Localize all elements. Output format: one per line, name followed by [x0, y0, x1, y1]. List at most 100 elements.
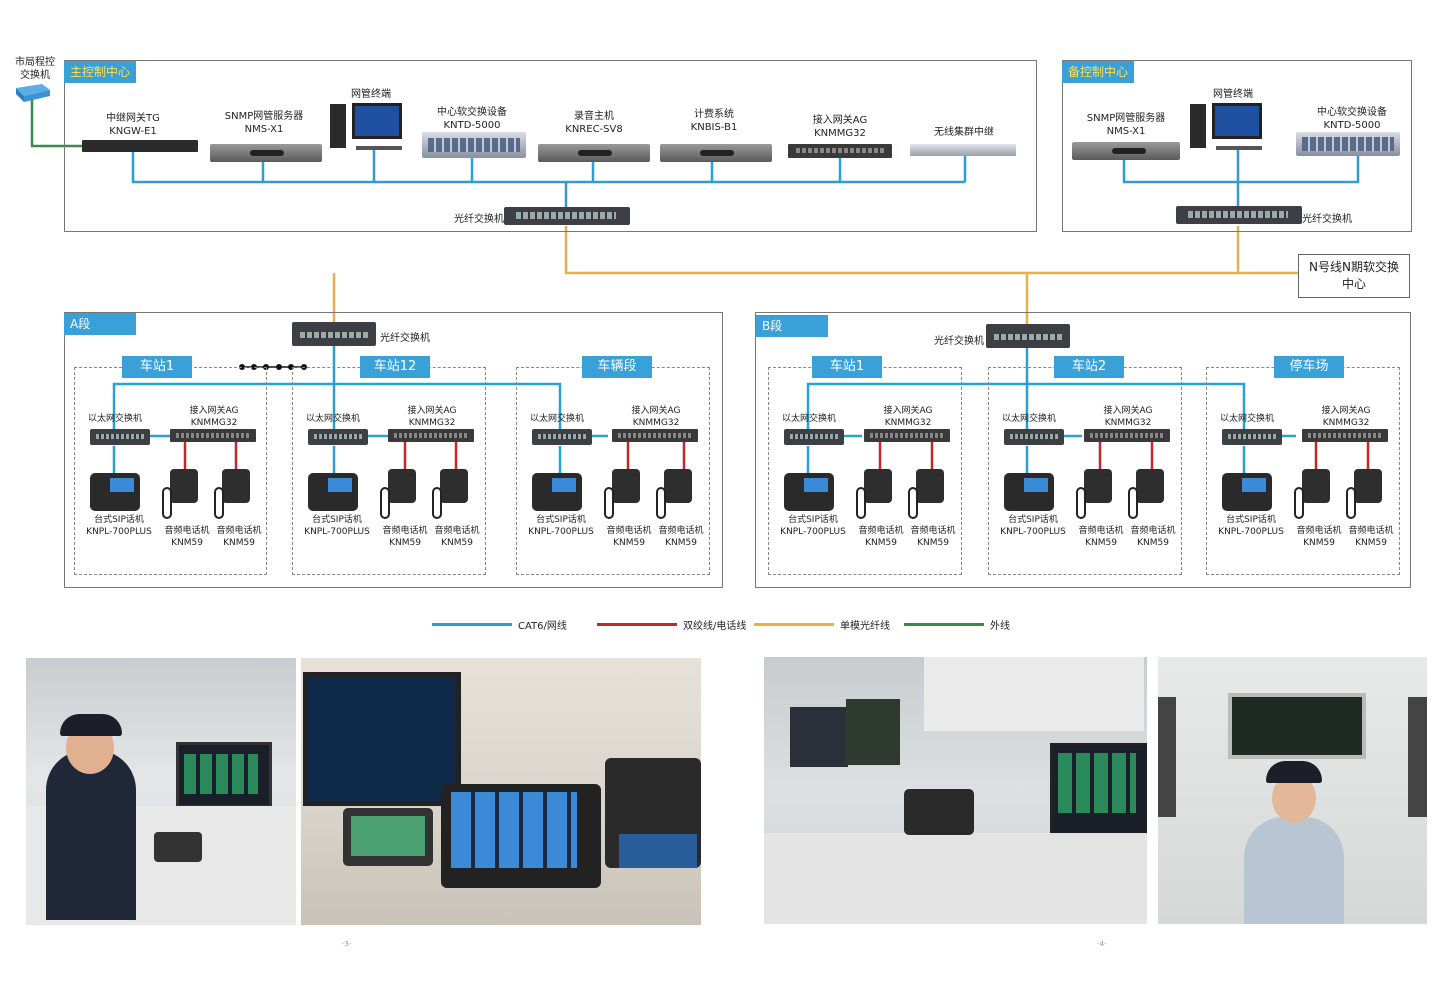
- legend-fiber-swatch: [754, 623, 834, 626]
- eth-switch-label: 以太网交换机: [1220, 414, 1275, 424]
- audio-phone-model: KNM59: [865, 538, 897, 548]
- backup-center-cat6: [1122, 150, 1360, 208]
- nms-terminal-tower: [330, 104, 346, 148]
- audio-phone-cord: [856, 487, 866, 519]
- audio-phone-cord: [1128, 487, 1138, 519]
- sip-phone-model: KNPL-700PLUS: [1000, 527, 1066, 537]
- softswitch-device: [422, 132, 526, 158]
- legend-cat6-swatch: [432, 623, 512, 626]
- audio-phone-cord: [1294, 487, 1304, 519]
- section-a-fiber-switch: [292, 322, 376, 346]
- legend-cat6: CAT6/网线: [432, 617, 567, 632]
- outer-line: [30, 100, 82, 148]
- eth-switch-label: 以太网交换机: [782, 414, 837, 424]
- audio-phone-name: 音频电话机: [1296, 526, 1342, 536]
- legend-outer: 外线: [904, 617, 1010, 632]
- main-center-title: 主控制中心: [64, 61, 137, 83]
- trunk-relay-device: [910, 144, 1016, 156]
- audio-phone-model: KNM59: [1303, 538, 1335, 548]
- sip-phone-name: 台式SIP话机: [1226, 515, 1276, 525]
- audio-phone-name: 音频电话机: [1078, 526, 1124, 536]
- audio-phone-cord: [908, 487, 918, 519]
- ag-gateway-device: [788, 144, 892, 158]
- audio-phone-icon: [1084, 469, 1112, 503]
- station-title: 车站12: [360, 356, 430, 378]
- audio-phone-icon: [170, 469, 198, 503]
- ag-name: 接入网关AG: [189, 406, 239, 416]
- sip-phone-name: 台式SIP话机: [94, 515, 144, 525]
- ag-model: KNMMG32: [1322, 418, 1370, 428]
- ag-device: [1302, 429, 1388, 442]
- section-b-fiber-switch: [986, 324, 1070, 348]
- backup-terminal-monitor: [1212, 103, 1262, 139]
- audio-phone-model: KNM59: [171, 538, 203, 548]
- audio-phone-name: 音频电话机: [1130, 526, 1176, 536]
- station-title: 车站1: [812, 356, 882, 378]
- audio-phone-cord: [380, 487, 390, 519]
- nms-server-device: [210, 144, 322, 162]
- tg-gateway-device: [82, 140, 198, 152]
- backup-terminal-keyboard: [1216, 146, 1262, 150]
- sip-phone-name: 台式SIP话机: [312, 515, 362, 525]
- sip-phone-icon: [1004, 473, 1054, 511]
- section-a-frame: [64, 312, 723, 588]
- audio-phone-icon: [222, 469, 250, 503]
- city-switch-icon: [16, 84, 50, 102]
- sip-phone-model: KNPL-700PLUS: [1218, 527, 1284, 537]
- eth-switch-device: [90, 429, 150, 445]
- legend-outer-label: 外线: [990, 621, 1010, 632]
- audio-phone-model: KNM59: [1085, 538, 1117, 548]
- audio-phone-icon: [388, 469, 416, 503]
- audio-phone-name: 音频电话机: [658, 526, 704, 536]
- eth-switch-device: [1222, 429, 1282, 445]
- sip-phone-label: 台式SIP话机 KNPL-700PLUS: [1216, 514, 1286, 538]
- audio-phone-name: 音频电话机: [382, 526, 428, 536]
- audio-phone-cord: [1346, 487, 1356, 519]
- ag-device: [170, 429, 256, 442]
- sip-phone-icon: [532, 473, 582, 511]
- audio-phone-name: 音频电话机: [910, 526, 956, 536]
- audio-phone-model: KNM59: [613, 538, 645, 548]
- sip-phone-model: KNPL-700PLUS: [528, 527, 594, 537]
- backup-terminal-label: 网管终端: [1213, 89, 1253, 100]
- fiber-lines: [332, 226, 1298, 325]
- section-b-cat6: [806, 348, 1296, 474]
- backup-softswitch-device: [1296, 132, 1400, 156]
- ag-name: 接入网关AG: [631, 406, 681, 416]
- nms-terminal-keyboard: [356, 146, 402, 150]
- audio-phone-name: 音频电话机: [606, 526, 652, 536]
- audio-phone-model: KNM59: [223, 538, 255, 548]
- ag-name: 接入网关AG: [883, 406, 933, 416]
- city-switch-label: 市局程控 交换机: [15, 57, 55, 81]
- page-number-left: -3-: [342, 940, 352, 948]
- audio-phone-model: KNM59: [665, 538, 697, 548]
- photo-control-room: [764, 657, 1147, 924]
- eth-switch-label: 以太网交换机: [1002, 414, 1057, 424]
- ag-name: 接入网关AG: [1103, 406, 1153, 416]
- audio-phone-model: KNM59: [1137, 538, 1169, 548]
- audio-phone-label: 音频电话机 KNM59: [1294, 525, 1344, 549]
- sip-phone-name: 台式SIP话机: [536, 515, 586, 525]
- section-a-title: A段: [64, 313, 136, 335]
- audio-phone-cord: [214, 487, 224, 519]
- audio-phone-icon: [612, 469, 640, 503]
- ag-device: [864, 429, 950, 442]
- audio-phone-model: KNM59: [1355, 538, 1387, 548]
- ag-model: KNMMG32: [408, 418, 456, 428]
- legend-twisted-label: 双绞线/电话线: [683, 621, 747, 632]
- audio-phone-icon: [664, 469, 692, 503]
- sip-phone-name: 台式SIP话机: [1008, 515, 1058, 525]
- station-title: 车站1: [122, 356, 192, 378]
- audio-phone-name: 音频电话机: [858, 526, 904, 536]
